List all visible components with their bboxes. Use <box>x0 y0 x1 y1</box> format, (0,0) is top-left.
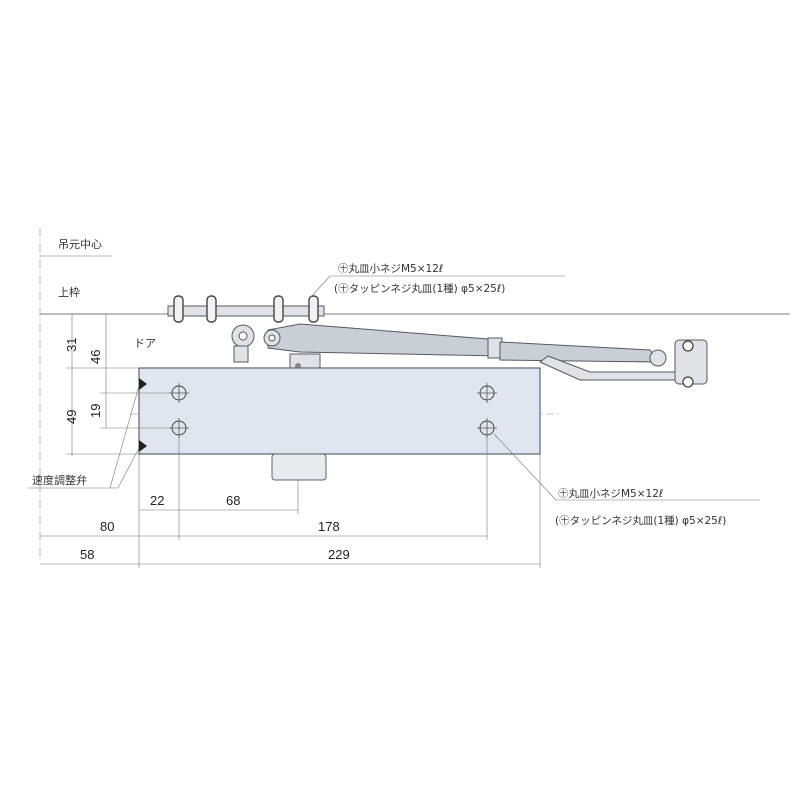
dimension-178: 178 <box>318 519 340 534</box>
bracket-screw <box>273 295 284 323</box>
closer-body <box>138 367 541 481</box>
dimension-49: 49 <box>64 410 79 424</box>
body-screw-note-alt: (㊉タッピンネジ丸皿(1種) φ5×25ℓ) <box>555 514 726 527</box>
dimension-19: 19 <box>88 404 103 418</box>
body-screw-note: ㊉丸皿小ネジM5×12ℓ <box>558 487 663 500</box>
speed-valve-leader <box>117 447 140 489</box>
door-label: ドア <box>134 337 156 350</box>
bracket-screw <box>173 295 184 323</box>
bracket-screw-leader <box>309 275 331 299</box>
vertical-dimension-lines <box>66 313 172 456</box>
bracket-screw-note-alt: (㊉タッピンネジ丸皿(1種) φ5×25ℓ) <box>334 282 505 295</box>
body-screw-hole <box>477 383 497 403</box>
dimension-46: 46 <box>88 350 103 364</box>
bracket-screw <box>308 295 319 323</box>
dimension-22: 22 <box>150 493 164 508</box>
dimension-229: 229 <box>328 547 350 562</box>
body-screw-leader <box>493 433 557 501</box>
speed-valve-leader <box>109 385 140 489</box>
dimension-31: 31 <box>64 338 79 352</box>
speed-valve-label: 速度調整弁 <box>32 473 87 487</box>
closer-arm <box>231 323 708 388</box>
dimension-58: 58 <box>80 547 94 562</box>
top-frame-label: 上枠 <box>58 285 80 299</box>
bracket-screw-note: ㊉丸皿小ネジM5×12ℓ <box>338 262 443 275</box>
dimension-68: 68 <box>226 493 240 508</box>
hinge-center-label: 吊元中心 <box>58 238 102 251</box>
frame-bracket <box>167 295 325 323</box>
horizontal-dimension-lines <box>40 436 541 568</box>
dimension-80: 80 <box>100 519 114 534</box>
body-screw-hole <box>477 418 497 438</box>
bracket-screw <box>206 295 217 323</box>
